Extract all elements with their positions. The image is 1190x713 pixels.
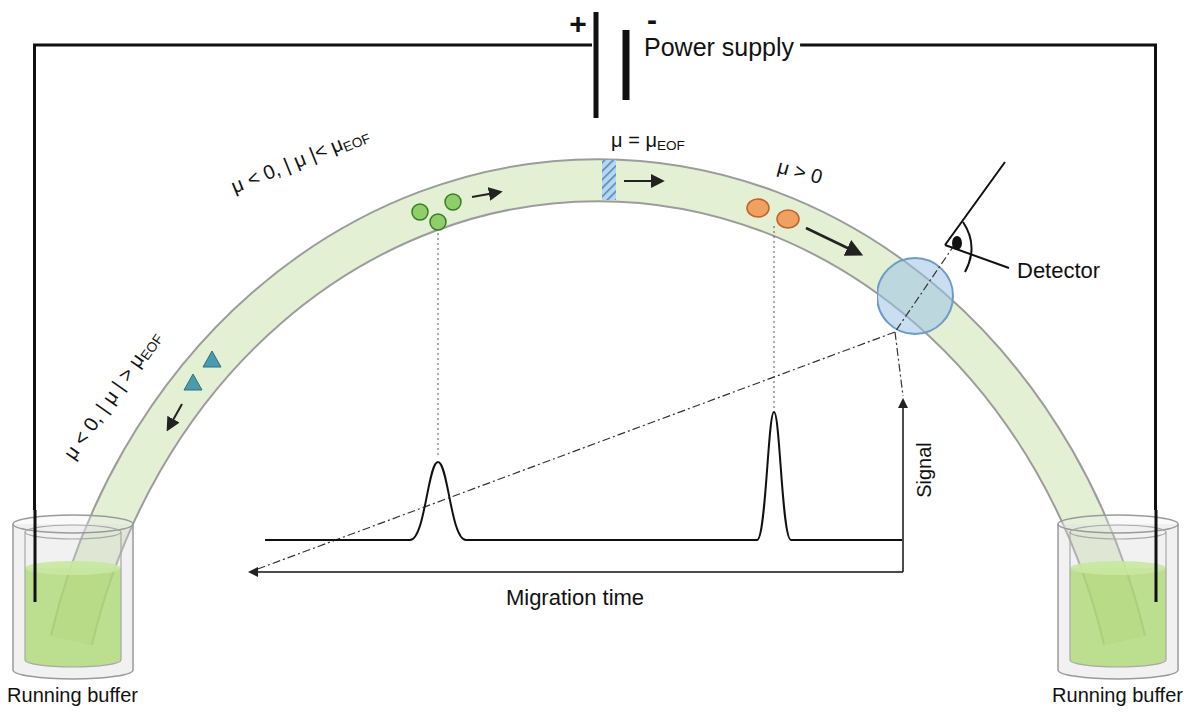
annotation-label: μ = μEOF	[611, 129, 685, 152]
beaker-inner	[1070, 532, 1166, 667]
annotation-label: Migration time	[506, 585, 644, 610]
analyte-triangle	[184, 374, 202, 390]
annotation-label: +	[569, 7, 587, 42]
label-part: Migration time	[506, 585, 644, 610]
detector-window	[877, 258, 953, 334]
label-part: Signal	[913, 442, 935, 498]
label-part: μ > 0	[775, 155, 825, 188]
capillary-wall	[72, 180, 1125, 640]
analyte-blob	[747, 199, 769, 217]
beaker-rim	[1058, 515, 1178, 533]
electropherogram-trace	[265, 412, 902, 540]
signal-axis	[902, 400, 904, 572]
annotation-label: μ < 0, | μ |< μEOF	[228, 122, 372, 198]
beaker-label: Running buffer	[7, 684, 138, 707]
eye-lid	[963, 222, 972, 272]
subscript: EOF	[657, 138, 685, 153]
power-shape	[592, 8, 636, 123]
analyte-circle	[430, 214, 446, 230]
label-part: +	[569, 7, 587, 40]
migration-arrow	[168, 404, 182, 429]
migration-arrow	[806, 228, 860, 254]
power-node: Power supply	[592, 8, 800, 123]
beaker-node: Running buffer	[4, 510, 141, 707]
label-part: μ = μ	[611, 129, 657, 151]
analyte-triangle	[203, 351, 221, 367]
buffer-liquid	[25, 568, 121, 667]
capillary-interior	[72, 180, 1125, 640]
label-part: μ < 0, | μ | > μ	[59, 349, 148, 463]
leader-line	[438, 233, 439, 458]
wire	[35, 45, 593, 510]
annotation-label: μ > 0	[775, 155, 825, 189]
line-of-sight	[895, 244, 955, 332]
annotation-label: μ < 0, | μ | > μEOF	[59, 326, 165, 464]
beaker-rim	[13, 515, 133, 533]
analyte-circle	[445, 194, 461, 210]
wire	[800, 45, 1155, 510]
analyte-circle	[412, 204, 428, 220]
projection-line	[255, 332, 895, 570]
label-part: μ < 0, | μ |< μ	[228, 132, 346, 197]
leader-line	[774, 226, 775, 408]
migration-arrow	[472, 192, 500, 197]
beaker-inner	[25, 532, 121, 667]
electrode	[1154, 510, 1157, 602]
power-label: Power supply	[644, 33, 794, 62]
liquid-surface	[1070, 561, 1166, 575]
beaker-shape	[1055, 510, 1181, 682]
buffer-liquid	[1070, 568, 1166, 667]
subscript: EOF	[341, 131, 373, 155]
eye-outline	[945, 162, 1009, 268]
beaker-node: Running buffer	[1049, 510, 1186, 707]
beaker-label: Running buffer	[1052, 684, 1183, 707]
label-part: -	[647, 3, 657, 36]
eye-pupil	[952, 236, 962, 250]
detector-shape	[877, 150, 1017, 342]
beaker-inner-rim	[1070, 525, 1166, 539]
detector-label: Detector	[1017, 258, 1100, 283]
beaker-shape	[10, 510, 136, 682]
beaker-outer	[13, 524, 133, 679]
liquid-surface	[25, 561, 121, 575]
annotation-label: -	[647, 3, 657, 38]
projection-line	[895, 332, 903, 396]
annotation-label: Signal	[913, 442, 936, 498]
migration-arrow	[624, 180, 662, 182]
time-axis	[250, 571, 903, 573]
neutral-band	[602, 160, 616, 200]
battery-plate-short	[623, 30, 630, 100]
battery-plate-long	[594, 12, 599, 118]
analyte-blob	[777, 210, 799, 228]
beaker-inner-rim	[25, 525, 121, 539]
beaker-outer	[1058, 524, 1178, 679]
electrode	[33, 510, 36, 602]
detector-node: Detector	[877, 150, 1106, 342]
